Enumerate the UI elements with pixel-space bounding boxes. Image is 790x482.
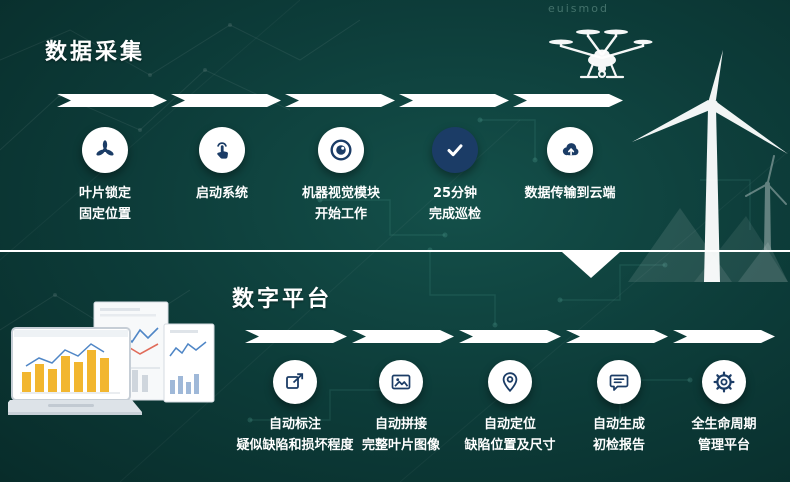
section-divider-line bbox=[0, 250, 790, 252]
step-auto-locate: 自动定位 缺陷位置及尺寸 bbox=[440, 360, 580, 456]
turbine-blade-icon bbox=[82, 127, 128, 173]
timeline-arrow-segment bbox=[285, 94, 395, 107]
step-label: 数据传输到云端 bbox=[524, 186, 616, 201]
timeline-arrow-segment bbox=[566, 330, 668, 343]
timeline-arrow-segment bbox=[57, 94, 167, 107]
report-icon bbox=[597, 360, 641, 404]
section-title-data-collection: 数据采集 bbox=[45, 40, 146, 65]
timeline-arrow-segment bbox=[399, 94, 509, 107]
step-label: 全生命周期 管理平台 bbox=[691, 417, 757, 453]
step-auto-report: 自动生成 初检报告 bbox=[549, 360, 689, 456]
machine-vision-eye-icon bbox=[318, 127, 364, 173]
step-25min-inspection: 25分钟 完成巡检 bbox=[385, 127, 525, 225]
step-blade-lock: 叶片锁定 固定位置 bbox=[35, 127, 175, 225]
tap-start-icon bbox=[199, 127, 245, 173]
timeline-arrow-segment bbox=[459, 330, 561, 343]
defect-location-icon bbox=[488, 360, 532, 404]
step-label: 启动系统 bbox=[195, 186, 248, 201]
step-cloud-upload: 数据传输到云端 bbox=[500, 127, 640, 204]
timeline-arrow-segment bbox=[171, 94, 281, 107]
cloud-upload-icon bbox=[547, 127, 593, 173]
step-label: 自动拼接 完整叶片图像 bbox=[361, 417, 440, 453]
timeline-arrow-segment bbox=[673, 330, 775, 343]
check-icon bbox=[432, 127, 478, 173]
step-label: 机器视觉模块 开始工作 bbox=[301, 186, 380, 222]
step-label: 自动定位 缺陷位置及尺寸 bbox=[464, 417, 556, 453]
section-title-digital-platform: 数字平台 bbox=[232, 287, 333, 312]
step-start-system: 启动系统 bbox=[152, 127, 292, 204]
step-machine-vision: 机器视觉模块 开始工作 bbox=[271, 127, 411, 225]
timeline-arrow-segment bbox=[513, 94, 623, 107]
step-label: 25分钟 完成巡检 bbox=[428, 186, 481, 222]
step-label: 叶片锁定 固定位置 bbox=[78, 186, 131, 222]
divider-down-arrow bbox=[562, 252, 620, 278]
wind-turbine-illustration bbox=[628, 50, 788, 282]
timeline-arrow-segment bbox=[352, 330, 454, 343]
timeline-arrow-segment bbox=[245, 330, 347, 343]
laptop-with-bar-chart bbox=[8, 327, 142, 415]
document-stats-page bbox=[163, 323, 215, 403]
step-lifecycle-platform: 全生命周期 管理平台 bbox=[654, 360, 790, 456]
lifecycle-gear-icon bbox=[702, 360, 746, 404]
step-label: 自动生成 初检报告 bbox=[592, 417, 645, 453]
auto-annotate-icon bbox=[273, 360, 317, 404]
image-stitch-icon bbox=[379, 360, 423, 404]
drone-illustration bbox=[549, 29, 653, 79]
step-label: 自动标注 疑似缺陷和损坏程度 bbox=[236, 417, 354, 453]
step-auto-annotate: 自动标注 疑似缺陷和损坏程度 bbox=[225, 360, 365, 456]
laptop-illustration bbox=[8, 301, 215, 415]
background-word: euismod bbox=[548, 2, 609, 15]
step-auto-stitch: 自动拼接 完整叶片图像 bbox=[331, 360, 471, 456]
